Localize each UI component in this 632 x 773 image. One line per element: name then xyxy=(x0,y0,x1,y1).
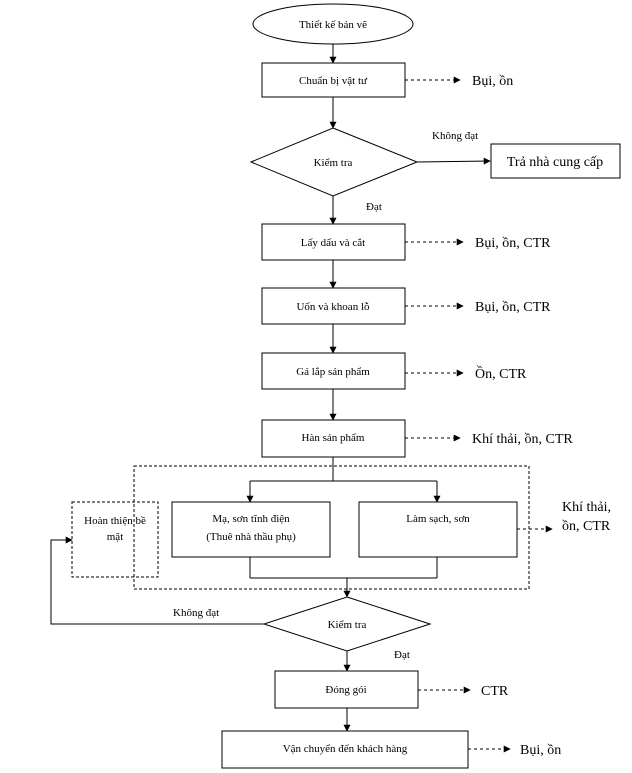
pack-box xyxy=(274,670,419,709)
check2-diamond xyxy=(262,596,432,652)
check2-label: Kiểm tra xyxy=(328,619,367,631)
check1-label: Kiểm tra xyxy=(314,157,353,169)
finish-surface-label-line1: Hoàn thiện bề xyxy=(84,515,146,527)
weld-label: Hàn sản phẩm xyxy=(302,432,365,444)
clean-paint-label: Làm sạch, sơn xyxy=(406,513,470,525)
output-finishing-line2: ồn, CTR xyxy=(562,519,611,534)
check1-pass-label: Đạt xyxy=(366,201,382,213)
check1-diamond xyxy=(249,127,419,197)
check2-pass-label: Đạt xyxy=(394,649,410,661)
return-supplier-box xyxy=(490,143,621,179)
edge-check1-return xyxy=(416,157,491,165)
plating-box xyxy=(171,501,331,558)
bend-drill-box xyxy=(261,287,406,325)
edge-check2-fail-loop xyxy=(50,536,264,625)
ship-box xyxy=(221,730,469,769)
output-pack: CTR xyxy=(481,684,509,699)
ship-label: Vận chuyển đến khách hàng xyxy=(283,743,408,755)
check1-fail-label: Không đạt xyxy=(432,130,478,142)
finishing-group-frame xyxy=(133,465,530,590)
prepare-label: Chuẩn bị vật tư xyxy=(299,75,368,87)
finish-surface-box xyxy=(71,501,159,578)
assemble-label: Gá lắp sản phẩm xyxy=(296,366,370,378)
output-finishing-line1: Khí thải, xyxy=(562,500,611,515)
mark-cut-label: Lấy dấu và cắt xyxy=(301,237,365,249)
finish-surface-label-line2: mặt xyxy=(107,531,124,543)
prepare-box xyxy=(261,62,406,98)
plating-label-line1: Mạ, sơn tĩnh điện xyxy=(212,513,290,525)
start-label: Thiết kế bản vẽ xyxy=(299,19,367,31)
pack-label: Đóng gói xyxy=(325,684,366,696)
check2-fail-label: Không đạt xyxy=(173,607,219,619)
return-supplier-label: Trả nhà cung cấp xyxy=(507,155,603,170)
weld-box xyxy=(261,419,406,458)
plating-label-line2: (Thuê nhà thầu phụ) xyxy=(206,531,296,543)
start-node xyxy=(252,3,414,45)
output-mark-cut: Bụi, ồn, CTR xyxy=(475,236,551,251)
output-assemble: Ồn, CTR xyxy=(475,364,527,382)
clean-paint-box xyxy=(358,501,518,558)
bend-drill-label: Uốn và khoan lỗ xyxy=(296,301,370,313)
output-weld: Khí thải, ồn, CTR xyxy=(472,432,573,447)
output-bend-drill: Bụi, ồn, CTR xyxy=(475,300,551,315)
assemble-box xyxy=(261,352,406,390)
output-ship: Bụi, ồn xyxy=(520,743,561,758)
output-prepare: Bụi, ồn xyxy=(472,74,513,89)
mark-cut-box xyxy=(261,223,406,261)
